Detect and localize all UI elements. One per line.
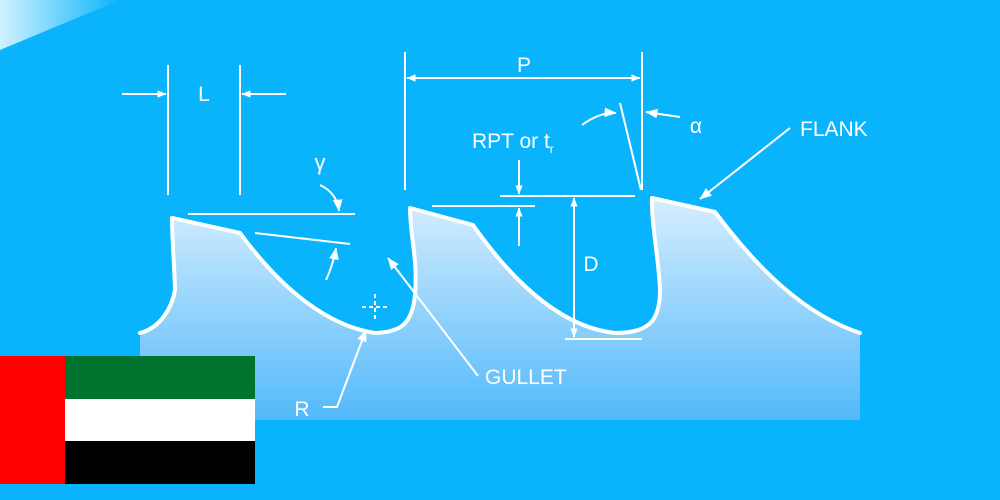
back-angle-label: α xyxy=(690,115,702,138)
radius-leader xyxy=(323,329,367,408)
set-label-subscript: r xyxy=(550,142,554,156)
rake-angle-label: γ xyxy=(315,150,326,175)
rake-angle-arrow-top xyxy=(319,184,343,212)
back-angle-arrow-left xyxy=(581,107,617,126)
tooth-profile-line xyxy=(138,196,862,335)
corner-glare xyxy=(0,0,120,50)
gullet-leader xyxy=(387,257,479,377)
set-label-prefix: RPT or t xyxy=(472,130,550,153)
blade-body xyxy=(140,198,860,420)
rake-angle-arrow-bottom xyxy=(325,247,339,281)
radius-center-mark xyxy=(362,294,388,320)
rake-face-line xyxy=(254,232,351,245)
back-angle-arrow-right xyxy=(645,108,681,119)
back-angle-line xyxy=(619,102,642,191)
tooth-width-label: L xyxy=(198,83,210,106)
flank-label: FLANK xyxy=(800,118,868,141)
flank-leader xyxy=(699,127,791,200)
uae-flag-icon xyxy=(0,356,255,484)
set-label: RPT or tr xyxy=(472,130,554,156)
gullet-label: GULLET xyxy=(485,366,567,389)
radius-label: R xyxy=(294,398,309,421)
depth-label: D xyxy=(583,253,598,276)
pitch-label: P xyxy=(517,54,531,77)
